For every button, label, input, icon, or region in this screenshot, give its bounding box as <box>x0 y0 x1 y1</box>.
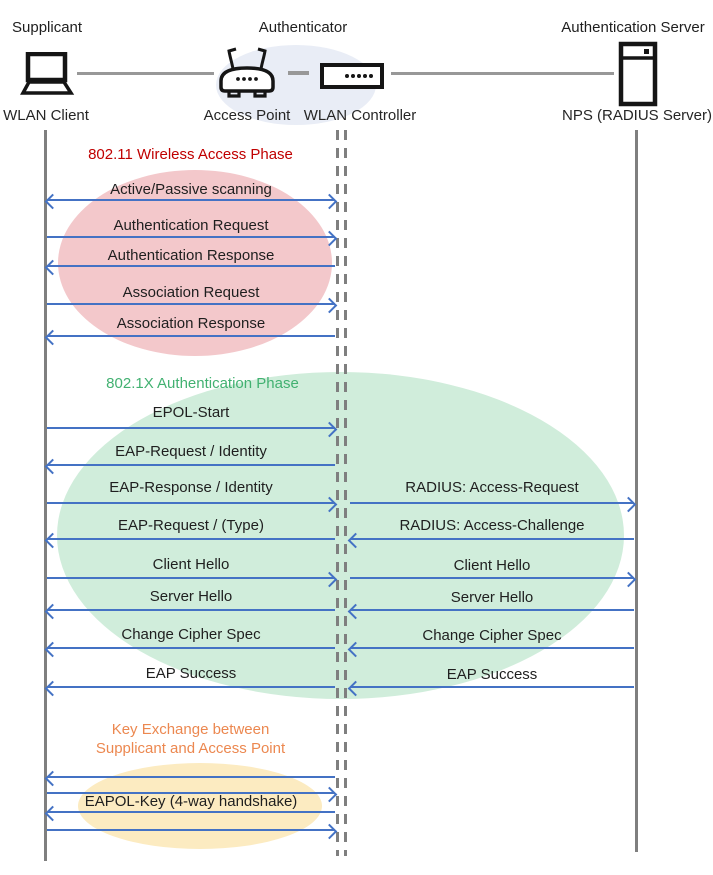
message-arrow <box>347 641 634 657</box>
message-label: EAP-Request / Identity <box>115 443 267 460</box>
message-arrow <box>44 532 335 548</box>
message-arrow <box>347 532 634 548</box>
controller-box-icon <box>320 63 384 94</box>
message-label: Change Cipher Spec <box>121 626 261 643</box>
message-arrow <box>44 259 335 275</box>
message-arrow <box>47 823 338 839</box>
server-lifeline <box>635 130 638 852</box>
message-arrow <box>44 680 335 696</box>
message-label: EAP Success <box>145 665 237 682</box>
role-supplicant: Supplicant <box>12 19 83 36</box>
message-arrow <box>44 193 338 209</box>
message-label: EPOL-Start <box>152 404 230 421</box>
message-arrow <box>44 641 335 657</box>
role-authenticator: Authenticator <box>258 19 348 36</box>
message-arrow <box>347 603 634 619</box>
message-arrow <box>44 805 335 821</box>
message-arrow <box>47 421 338 437</box>
authenticator-lifeline-dashed-right <box>344 130 347 856</box>
message-arrow <box>47 230 338 246</box>
message-label: Server Hello <box>149 588 233 605</box>
message-label: Server Hello <box>450 589 534 606</box>
authenticator-lifeline-dashed-left <box>336 130 339 856</box>
device-access-point: Access Point <box>203 107 291 124</box>
message-label: Authentication Request <box>113 217 269 234</box>
supplicant-lifeline <box>44 130 47 861</box>
message-label: EAP-Request / (Type) <box>118 517 264 534</box>
message-arrow <box>44 329 335 345</box>
message-label: Change Cipher Spec <box>422 627 562 644</box>
message-label: Client Hello <box>453 557 531 574</box>
message-arrow <box>44 458 335 474</box>
phase3-title-line2: Supplicant and Access Point <box>95 740 286 757</box>
message-label: EAP-Response / Identity <box>109 479 273 496</box>
phase3-title-line1: Key Exchange between <box>111 721 270 738</box>
role-authentication-server: Authentication Server <box>561 19 705 36</box>
message-label: Association Response <box>116 315 266 332</box>
message-arrow <box>350 571 637 587</box>
message-label: EAPOL-Key (4-way handshake) <box>84 793 298 810</box>
laptop-icon <box>14 51 78 103</box>
ap-to-controller-dash <box>288 71 309 75</box>
wireless-router-icon <box>216 47 278 106</box>
controller-to-server-connector <box>391 72 614 75</box>
message-label: Authentication Response <box>107 247 275 264</box>
message-arrow <box>47 297 338 313</box>
phase2-title: 802.1X Authentication Phase <box>106 375 299 392</box>
message-arrow <box>347 680 634 696</box>
message-arrow <box>47 571 338 587</box>
message-arrow <box>44 770 335 786</box>
phase1-ellipse <box>58 170 332 356</box>
message-label: Active/Passive scanning <box>110 181 272 198</box>
server-tower-icon <box>617 41 659 112</box>
device-wlan-client: WLAN Client <box>3 107 89 124</box>
message-label: Association Request <box>122 284 260 301</box>
message-arrow <box>44 603 335 619</box>
message-label: Client Hello <box>152 556 230 573</box>
message-arrow <box>350 496 637 512</box>
message-label: RADIUS: Access-Challenge <box>399 517 585 534</box>
message-arrow <box>47 786 338 802</box>
device-nps-radius-server: NPS (RADIUS Server) <box>561 107 713 124</box>
message-arrow <box>47 496 338 512</box>
phase2-ellipse <box>57 372 624 699</box>
phase1-title: 802.11 Wireless Access Phase <box>88 146 293 163</box>
client-to-ap-connector <box>77 72 214 75</box>
message-label: RADIUS: Access-Request <box>405 479 579 496</box>
message-label: EAP Success <box>446 666 538 683</box>
device-wlan-controller: WLAN Controller <box>303 107 417 124</box>
